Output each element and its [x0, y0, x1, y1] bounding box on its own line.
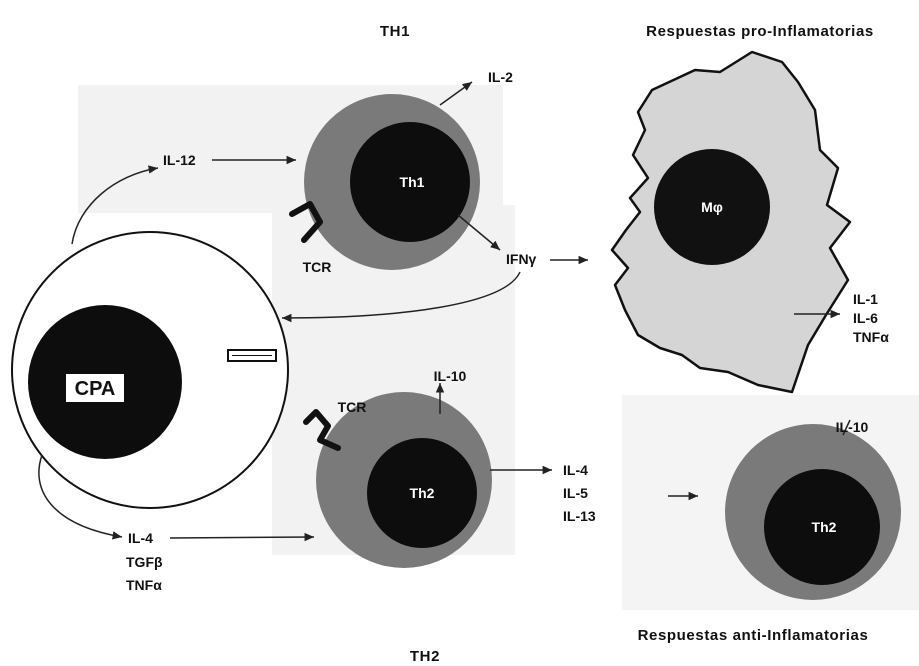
- tnf-alpha-in-label: TNFα: [126, 577, 162, 593]
- il2-label: IL-2: [488, 69, 513, 85]
- cpa-label: CPA: [75, 378, 116, 400]
- il1-label: IL-1: [853, 291, 878, 307]
- th1-heading: TH1: [380, 23, 410, 40]
- anti-inflammatory-heading: Respuestas anti-Inflamatorias: [638, 627, 869, 644]
- il6-label: IL-6: [853, 310, 878, 326]
- il10-th2-label: IL-10: [434, 368, 467, 384]
- il13-out-label: IL-13: [563, 508, 596, 524]
- tgf-beta-label: TGFβ: [126, 554, 163, 570]
- macrophage-label: Mφ: [701, 199, 723, 215]
- tcr-bottom-label: TCR: [338, 399, 367, 415]
- pro-inflammatory-heading: Respuestas pro-Inflamatorias: [646, 23, 874, 40]
- il5-out-label: IL-5: [563, 485, 588, 501]
- th1-label: Th1: [400, 174, 425, 190]
- ifn-gamma-label: IFNγ: [506, 251, 537, 267]
- il10-right-label: IL-10: [836, 419, 869, 435]
- th2-label: Th2: [410, 485, 435, 501]
- arrow-il4-to-th2: [170, 537, 314, 538]
- il12-label: IL-12: [163, 152, 196, 168]
- tcr-top-label: TCR: [303, 259, 332, 275]
- il4-out-label: IL-4: [563, 462, 588, 478]
- th2-heading: TH2: [410, 648, 440, 665]
- tnf-alpha-out-label: TNFα: [853, 329, 889, 345]
- th2-right-label: Th2: [812, 519, 837, 535]
- il4-in-label: IL-4: [128, 530, 153, 546]
